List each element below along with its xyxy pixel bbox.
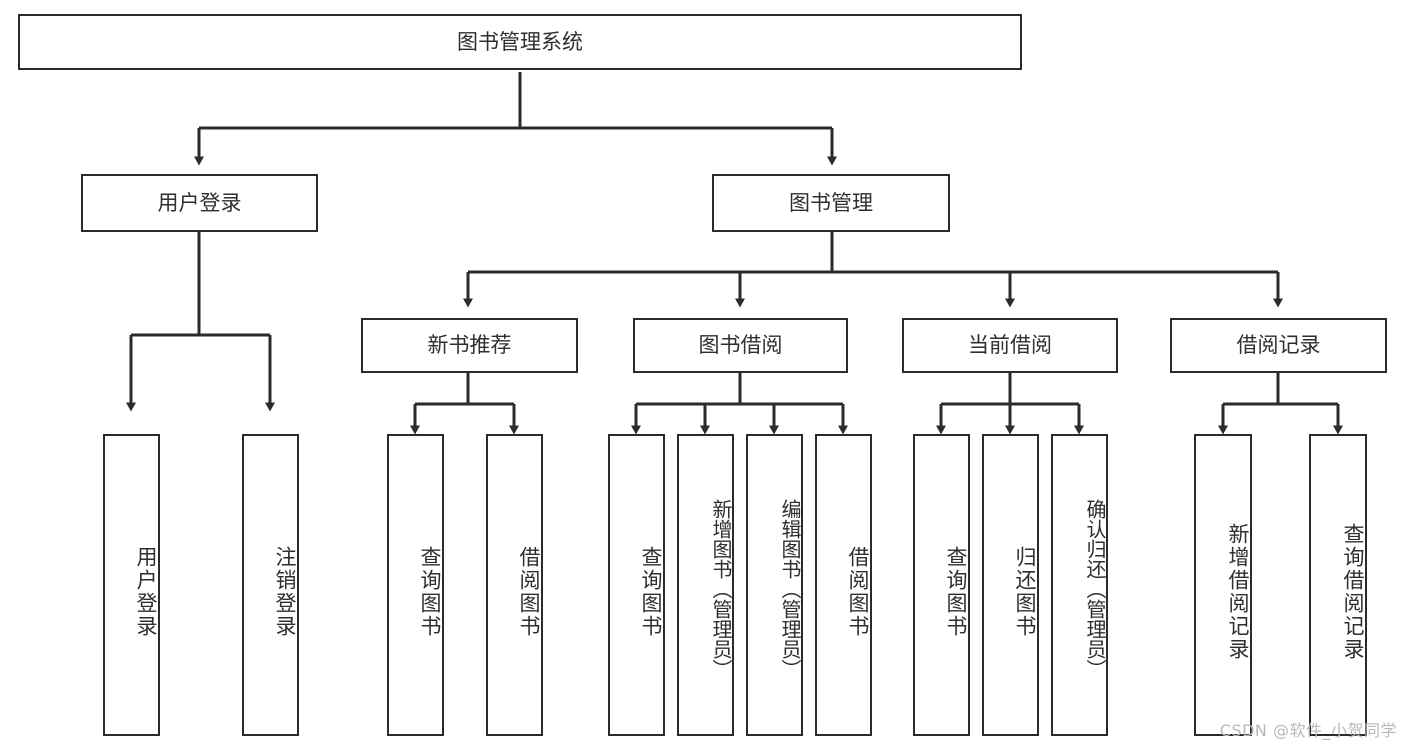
leaf-add-book-admin[interactable]: 新增图书（管理员） [677,434,734,736]
node-label: 借阅图书 [846,546,870,638]
node-label: 新增图书（管理员） [709,499,733,679]
node-label: 用户登录 [134,546,158,638]
node-root-book-management-system[interactable]: 图书管理系统 [18,14,1022,70]
node-label: 新增借阅记录 [1226,523,1250,661]
node-label: 查询图书 [944,546,968,638]
node-label: 图书管理 [789,190,873,215]
leaf-query-book-current[interactable]: 查询图书 [913,434,970,736]
node-new-book-recommend[interactable]: 新书推荐 [361,318,578,373]
node-label: 新书推荐 [427,333,512,358]
leaf-user-login[interactable]: 用户登录 [103,434,160,736]
node-book-borrow[interactable]: 图书借阅 [633,318,848,373]
node-label: 借阅图书 [517,546,541,638]
node-label: 归还图书 [1013,546,1037,638]
leaf-borrow-book-recommend[interactable]: 借阅图书 [486,434,543,736]
leaf-return-book[interactable]: 归还图书 [982,434,1039,736]
node-label: 确认归还（管理员） [1083,499,1107,679]
leaf-query-book-borrow[interactable]: 查询图书 [608,434,665,736]
node-label: 查询图书 [418,546,442,638]
leaf-add-borrow-record[interactable]: 新增借阅记录 [1194,434,1252,736]
node-user-login[interactable]: 用户登录 [81,174,318,232]
node-label: 用户登录 [157,190,242,215]
leaf-borrow-book[interactable]: 借阅图书 [815,434,872,736]
node-label: 查询图书 [639,546,663,638]
leaf-edit-book-admin[interactable]: 编辑图书（管理员） [746,434,803,736]
node-borrow-record[interactable]: 借阅记录 [1170,318,1387,373]
node-label: 借阅记录 [1236,333,1321,358]
node-book-management[interactable]: 图书管理 [712,174,950,232]
node-label: 编辑图书（管理员） [778,499,802,679]
node-label: 注销登录 [273,546,297,638]
node-current-borrow[interactable]: 当前借阅 [902,318,1118,373]
leaf-query-borrow-record[interactable]: 查询借阅记录 [1309,434,1367,736]
node-label: 图书管理系统 [457,29,583,54]
csdn-watermark: CSDN @软件_小贺同学 [1219,721,1397,740]
node-label: 查询借阅记录 [1341,523,1365,661]
leaf-query-book-recommend[interactable]: 查询图书 [387,434,444,736]
node-label: 图书借阅 [698,333,783,358]
node-label: 当前借阅 [968,333,1052,358]
leaf-logout[interactable]: 注销登录 [242,434,299,736]
leaf-confirm-return-admin[interactable]: 确认归还（管理员） [1051,434,1108,736]
